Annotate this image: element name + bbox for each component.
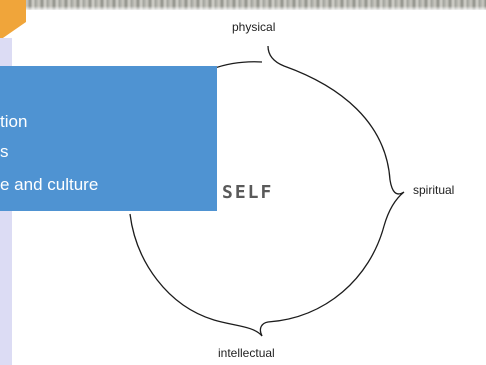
- center-self-label: SELF: [222, 182, 274, 203]
- label-physical: physical: [232, 20, 276, 34]
- text-line-3: e and culture: [0, 175, 99, 194]
- label-intellectual: intellectual: [218, 346, 275, 360]
- content-text-box: tion s e and culture: [0, 66, 217, 211]
- cycle-arc-lower-right: [259, 225, 385, 337]
- top-texture-band: [0, 0, 486, 10]
- label-spiritual: spiritual: [413, 183, 455, 197]
- cycle-arc-right-loop: [383, 179, 405, 227]
- cycle-arc-lower-left: [129, 213, 263, 337]
- text-line-1: tion: [0, 112, 28, 131]
- cycle-arc-upper-right: [267, 45, 391, 181]
- text-line-2: s: [0, 142, 9, 161]
